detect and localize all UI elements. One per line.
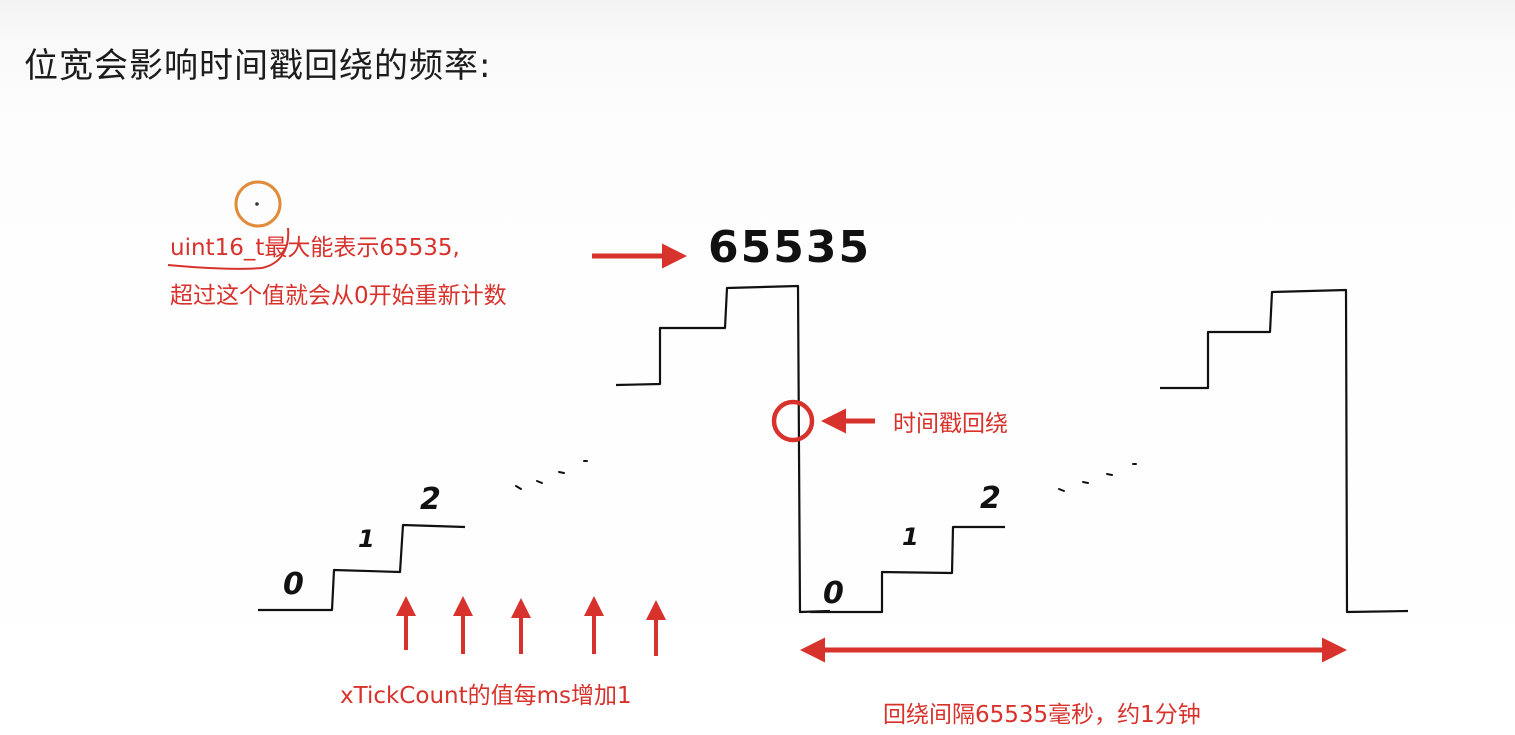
uint16-max-note: uint16_t最大能表示65535, (170, 235, 460, 261)
step-label-left-1: 1 (358, 525, 375, 553)
tick-increment-label: xTickCount的值每ms增加1 (340, 683, 632, 709)
step-label-left-2: 2 (420, 482, 441, 517)
step-label-right-2: 2 (980, 481, 1001, 516)
restart-count-note: 超过这个值就会从0开始重新计数 (170, 283, 507, 309)
staircase-right (810, 525, 1005, 614)
cursor-highlight-icon (234, 180, 282, 228)
wrap-point-circle (771, 399, 815, 443)
ellipsis-dots-left (515, 460, 588, 490)
wrap-interval-label: 回绕间隔65535毫秒，约1分钟 (883, 702, 1201, 728)
wrap-around-label: 时间戳回绕 (893, 411, 1008, 437)
step-label-left-0: 0 (283, 567, 304, 602)
slide-title: 位宽会影响时间戳回绕的频率: (24, 46, 492, 86)
ellipsis-dots-right (1058, 463, 1137, 492)
step-label-right-1: 1 (902, 523, 919, 551)
step-label-right-0: 0 (823, 576, 844, 611)
staircase-upper-left (615, 284, 831, 614)
max-value-label: 65535 (708, 222, 872, 273)
staircase-left (258, 523, 466, 612)
staircase-upper-right (1160, 288, 1409, 614)
tick-increment-arrows (396, 596, 666, 656)
note-scribble (167, 227, 290, 270)
